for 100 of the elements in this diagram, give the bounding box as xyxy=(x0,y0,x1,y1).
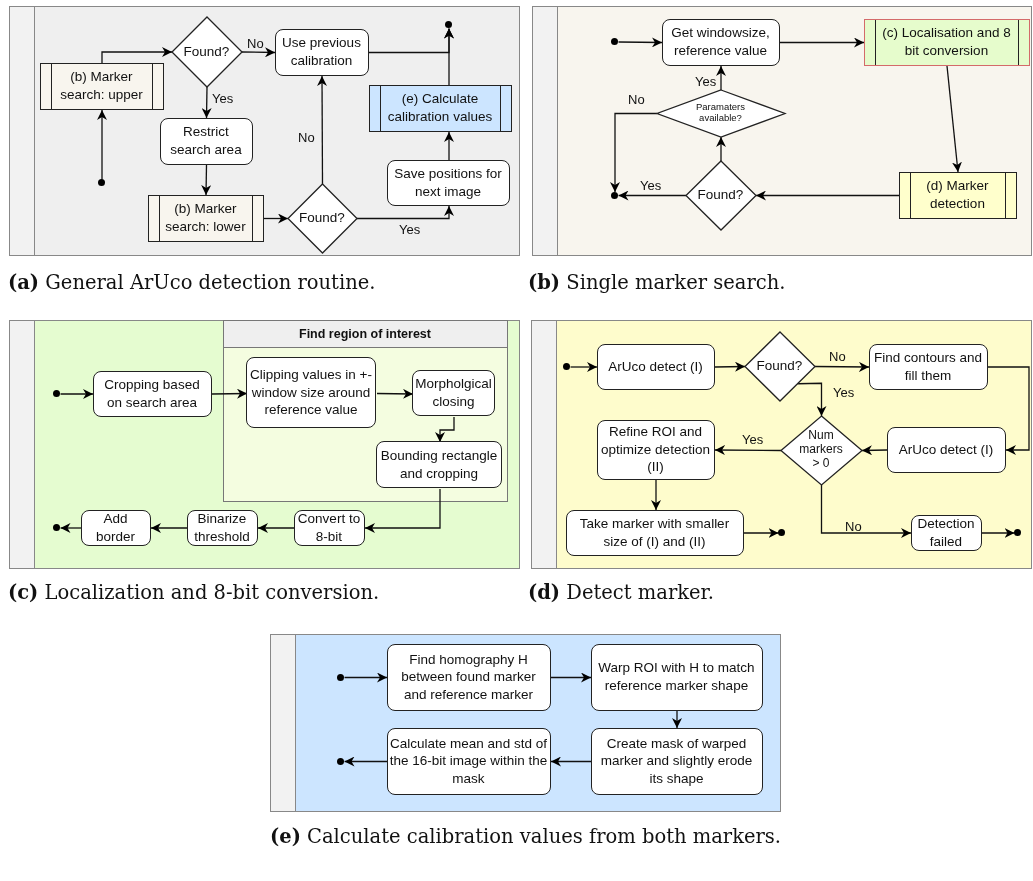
terminal-dot xyxy=(563,363,570,370)
decision-diamond xyxy=(287,183,357,253)
arrow xyxy=(317,75,328,185)
process-box: Save positions for next image xyxy=(386,159,510,206)
arrow xyxy=(97,109,107,181)
arrow xyxy=(59,523,82,533)
arrow xyxy=(376,388,414,399)
arrow xyxy=(716,65,726,91)
arrow xyxy=(617,190,687,201)
arrow xyxy=(820,484,912,538)
process-box: Create mask of warped marker and slightly erode its shape xyxy=(590,727,763,795)
decision-text: Found? xyxy=(755,357,804,376)
subprocess-box: (d) Marker detection xyxy=(898,171,1017,219)
arrow xyxy=(651,479,661,511)
subprocess-box: (e) Calculate calibration values xyxy=(368,84,512,132)
figure-caption: (c) Localization and 8-bit conversion. xyxy=(8,580,381,605)
process-box: Bounding rectangle and cropping xyxy=(376,441,502,488)
process-box: Calculate mean and std of the 16-bit image within the mask xyxy=(386,727,551,795)
arrow xyxy=(981,528,1016,538)
process-box: Add border xyxy=(80,509,151,546)
edge-label: Yes xyxy=(212,91,234,106)
decision-text: Found? xyxy=(182,42,231,61)
arrow xyxy=(610,112,658,193)
edge-label: No xyxy=(845,519,862,534)
arrow xyxy=(101,47,173,64)
figure-caption: (a) General ArUco detection routine. xyxy=(8,270,377,295)
decision-text: Num markers > 0 xyxy=(798,427,844,472)
arrow xyxy=(550,756,592,767)
arrow xyxy=(211,388,248,399)
edge-label: Yes xyxy=(399,222,421,237)
arrow xyxy=(716,136,726,162)
decision-diamond xyxy=(685,160,756,230)
panel xyxy=(531,320,1032,569)
process-box: Binarize threshold xyxy=(186,509,258,546)
terminal-dot xyxy=(337,757,344,765)
arrow xyxy=(714,445,782,456)
figure-caption: (d) Detect marker. xyxy=(528,580,715,605)
arrow xyxy=(672,710,682,729)
process-box: Clipping values in +- window size around reference value xyxy=(246,357,376,428)
arrow xyxy=(201,86,212,119)
subprocess-box: (b) Marker search: upper xyxy=(39,62,164,110)
figure-caption: (b) Single marker search. xyxy=(528,270,787,295)
arrow xyxy=(343,756,388,767)
panel xyxy=(9,6,520,256)
decision-diamond xyxy=(780,415,862,485)
arrow xyxy=(569,362,598,372)
arrow xyxy=(779,37,865,48)
arrow xyxy=(444,131,454,161)
process-box: Use previous calibration xyxy=(274,28,369,76)
process-box: Detection failed xyxy=(910,514,982,551)
terminal-dot xyxy=(337,673,344,681)
process-box: ArUco detect (I) xyxy=(596,343,715,390)
edge-label: No xyxy=(628,92,645,107)
process-box: Take marker with smaller size of (I) and (II) xyxy=(565,509,744,556)
arrow xyxy=(356,205,454,220)
arrow xyxy=(201,164,212,196)
arrow xyxy=(59,389,94,399)
terminal-dot xyxy=(53,524,60,531)
arrow xyxy=(263,213,289,224)
decision-text: Found? xyxy=(696,186,745,205)
arrow xyxy=(444,27,454,86)
figure-caption: (e) Calculate calibration values from both markers. xyxy=(270,824,783,849)
panel xyxy=(270,634,781,812)
arrow xyxy=(814,361,870,372)
group-title: Find region of interest xyxy=(223,320,507,348)
edge-label: No xyxy=(247,36,264,51)
terminal-dot xyxy=(1014,529,1021,536)
edge-label: Yes xyxy=(833,385,855,400)
arrow xyxy=(617,37,663,48)
arrow xyxy=(364,488,441,533)
terminal-dot xyxy=(611,191,618,199)
arrow xyxy=(743,528,780,538)
panel xyxy=(9,320,520,569)
process-box: Convert to 8-bit xyxy=(293,509,365,546)
edge-label: Yes xyxy=(695,74,717,89)
arrow xyxy=(257,523,295,533)
arrow xyxy=(755,190,900,201)
decision-text: Found? xyxy=(298,209,346,228)
arrow xyxy=(946,65,962,173)
arrow xyxy=(241,47,276,58)
arrow xyxy=(150,523,188,533)
decision-diamond xyxy=(171,16,242,87)
process-box: Cropping based on search area xyxy=(92,370,212,417)
group-frame xyxy=(222,319,508,502)
arrow xyxy=(987,366,1030,455)
terminal-dot xyxy=(611,38,618,45)
process-box: Find homography H between found marker and reference marker xyxy=(386,643,551,711)
decision-diamond xyxy=(656,89,785,137)
process-box: Warp ROI with H to match reference marker shape xyxy=(590,643,763,711)
arrow xyxy=(550,672,592,683)
edge-label: No xyxy=(298,130,315,145)
panel xyxy=(532,6,1032,256)
process-box: Restrict search area xyxy=(159,117,253,165)
subprocess-box: (b) Marker search: lower xyxy=(147,194,264,242)
arrow xyxy=(861,445,888,456)
terminal-dot xyxy=(98,179,105,186)
process-box: ArUco detect (I) xyxy=(886,426,1006,473)
decision-diamond xyxy=(744,331,815,401)
process-box: Morpholgical closing xyxy=(412,370,495,416)
edge-label: Yes xyxy=(742,432,764,447)
